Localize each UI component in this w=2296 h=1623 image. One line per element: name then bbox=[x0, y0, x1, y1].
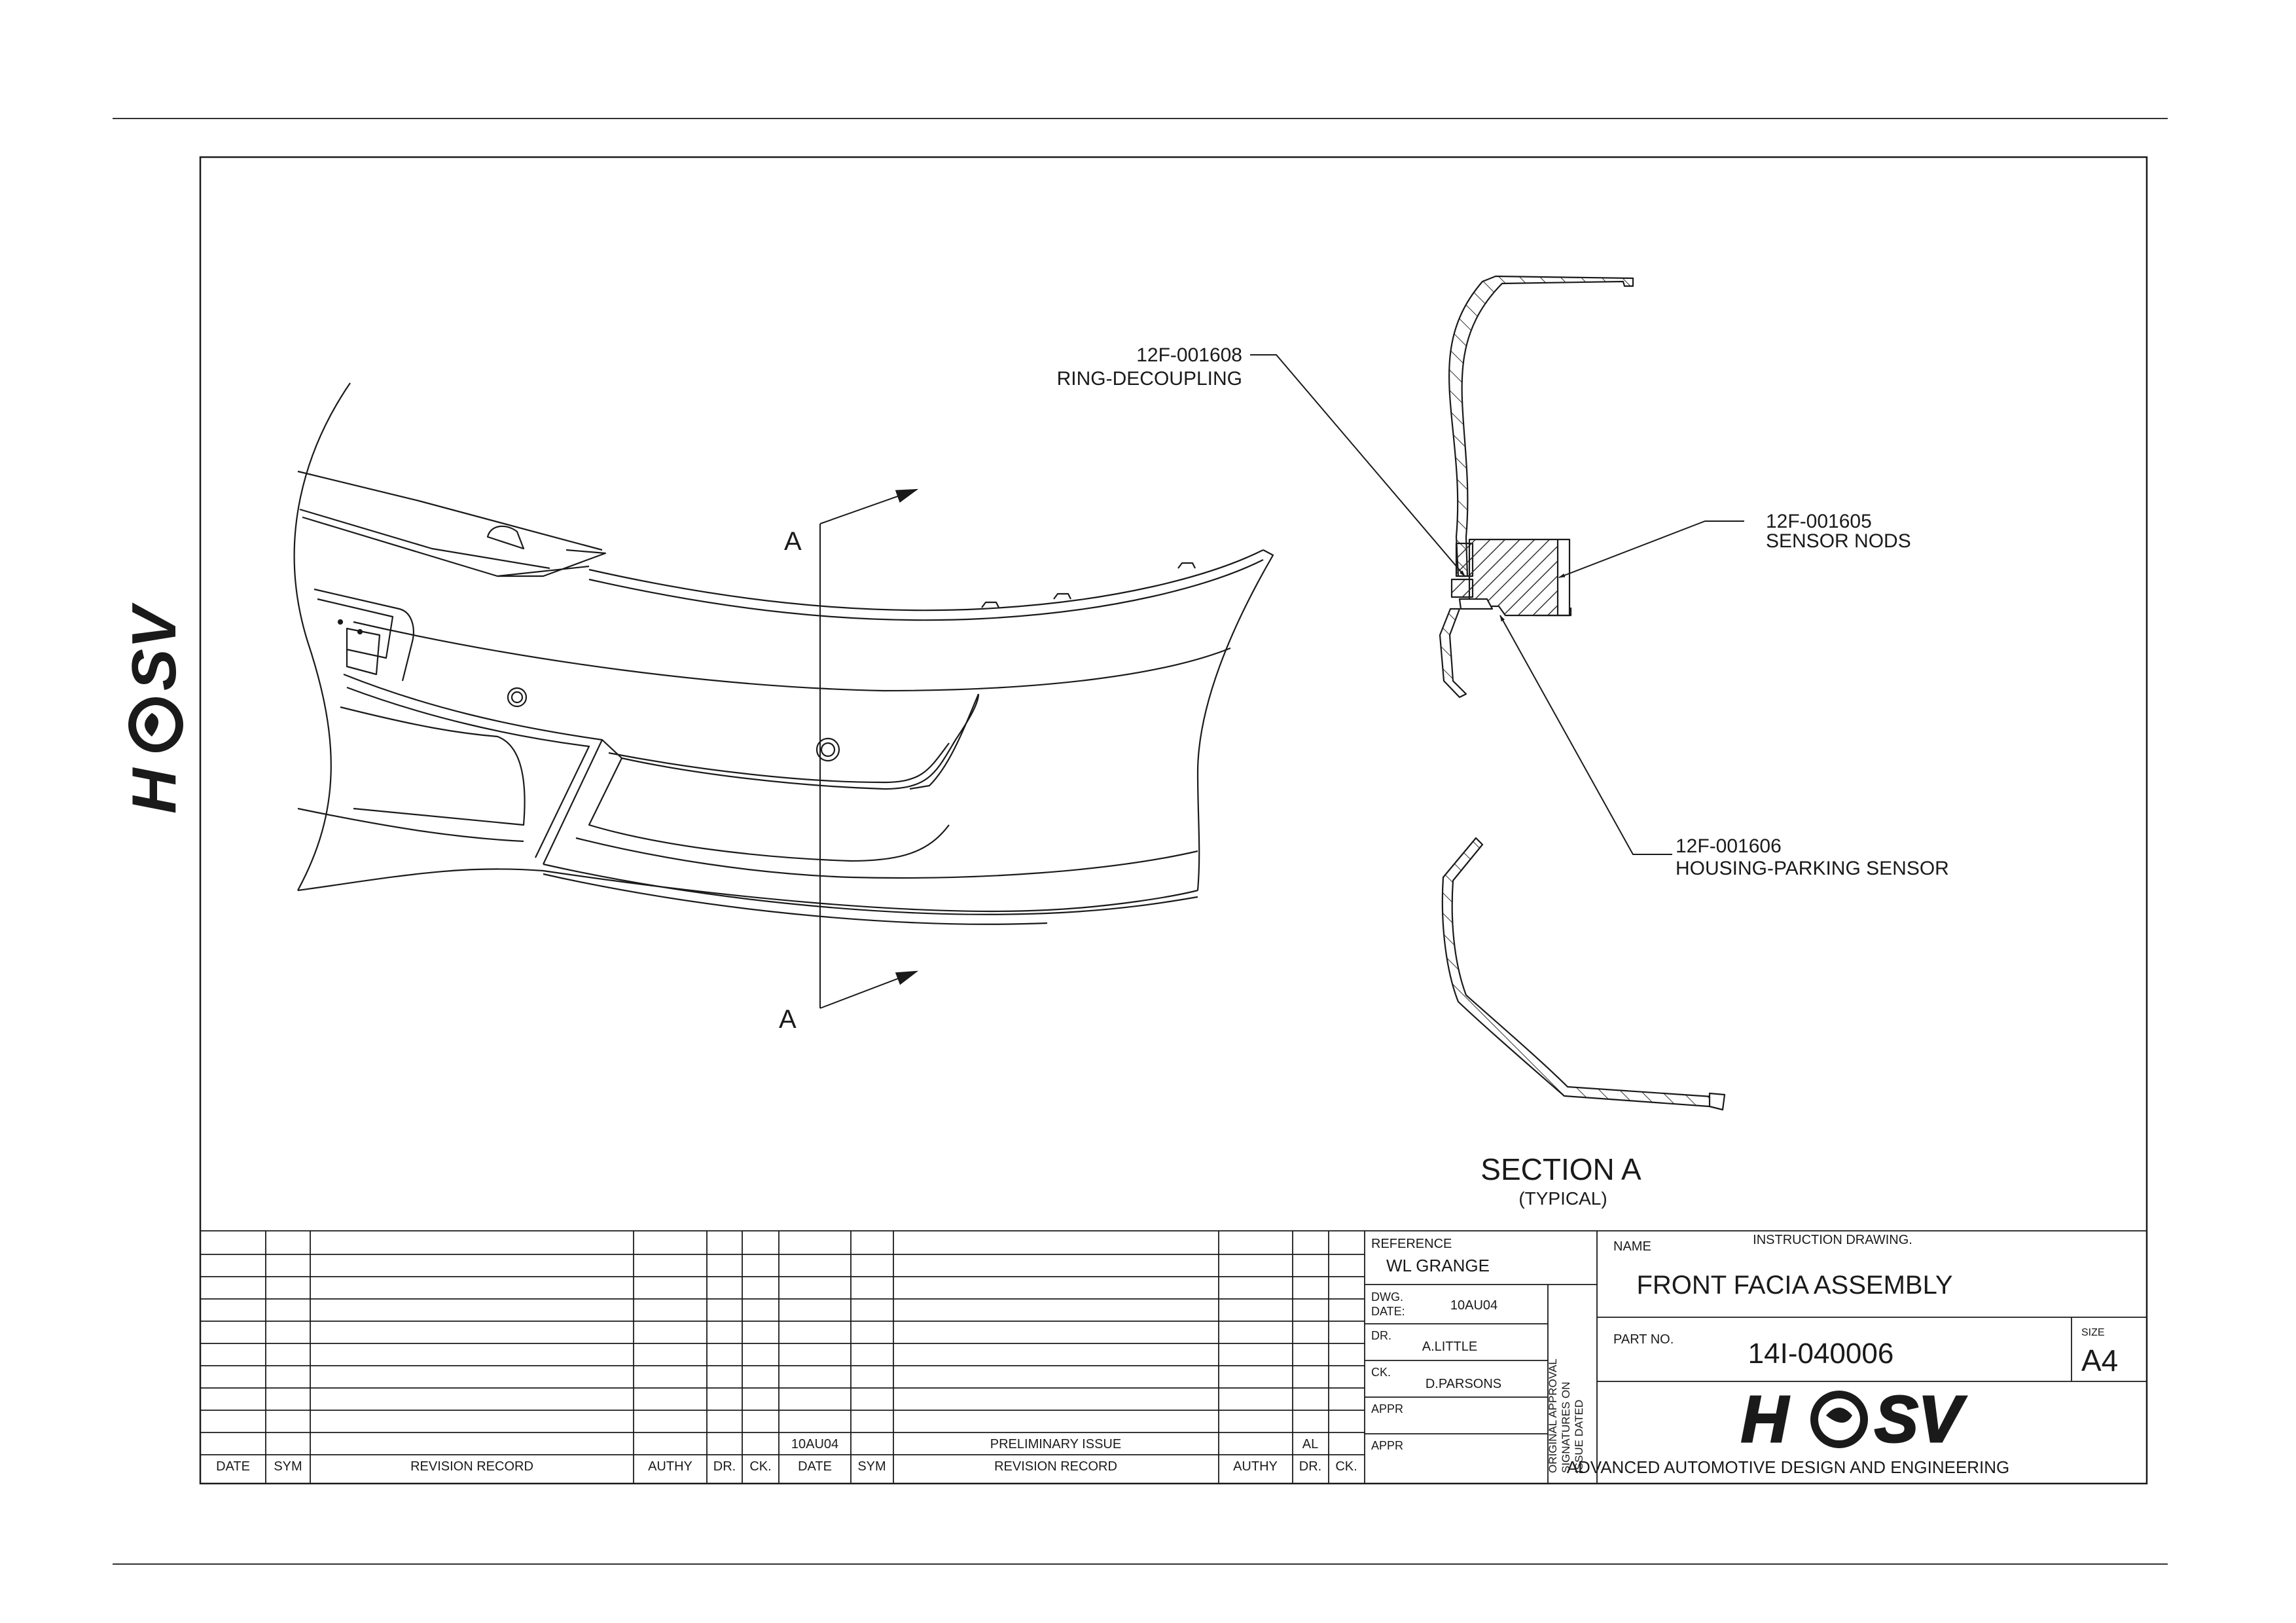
dr-value: A.LITTLE bbox=[1422, 1340, 1477, 1354]
ck-label: CK. bbox=[1371, 1366, 1391, 1379]
reference-label: REFERENCE bbox=[1371, 1237, 1452, 1251]
svg-text:H: H bbox=[119, 767, 189, 814]
svg-text:H: H bbox=[1741, 1383, 1789, 1456]
part-no-value: 14I-040006 bbox=[1748, 1338, 1894, 1370]
part-no-label: PART NO. bbox=[1613, 1332, 1674, 1347]
size-value: A4 bbox=[2081, 1343, 2118, 1377]
section-a-view bbox=[1439, 275, 1726, 1111]
callout-leaders bbox=[1250, 354, 1744, 855]
reference-value: WL GRANGE bbox=[1386, 1256, 1490, 1275]
rev-header-ck: CK. bbox=[749, 1459, 771, 1474]
section-marker-bottom: A bbox=[779, 1005, 797, 1034]
callout-housing-part: 12F-001606 bbox=[1676, 835, 1782, 857]
rev-header-record: REVISION RECORD bbox=[410, 1459, 533, 1474]
ck-value: D.PARSONS bbox=[1426, 1377, 1501, 1391]
approval-note-3: ISSUE DATED bbox=[1573, 1400, 1585, 1473]
section-view-subtitle: (TYPICAL) bbox=[1518, 1188, 1607, 1209]
revision-headers: DATE SYM REVISION RECORD AUTHY DR. CK. D… bbox=[216, 1437, 1357, 1474]
approval-note-2: SIGNATURES ON bbox=[1560, 1382, 1572, 1473]
callout-ring-part: 12F-001608 bbox=[1136, 344, 1242, 366]
rev-header-record-2: REVISION RECORD bbox=[994, 1459, 1117, 1474]
appr-label-1: APPR bbox=[1371, 1402, 1403, 1415]
rev-header-sym-2: SYM bbox=[857, 1459, 886, 1474]
dwg-date-value: 10AU04 bbox=[1450, 1298, 1498, 1313]
rev-header-date: DATE bbox=[216, 1459, 250, 1474]
rev-header-dr-2: DR. bbox=[1299, 1459, 1321, 1474]
approval-note-1: ORIGINAL APPROVAL bbox=[1547, 1359, 1559, 1473]
rev-header-sym: SYM bbox=[274, 1459, 302, 1474]
svg-text:SV: SV bbox=[1874, 1383, 1967, 1456]
section-cut-line bbox=[819, 488, 919, 1009]
name-label: NAME bbox=[1613, 1239, 1651, 1254]
drawing-type: INSTRUCTION DRAWING. bbox=[1753, 1233, 1912, 1247]
revision-table bbox=[200, 1230, 2147, 1484]
rev-header-dr: DR. bbox=[713, 1459, 736, 1474]
size-label: SIZE bbox=[2081, 1327, 2105, 1338]
appr-label-2: APPR bbox=[1371, 1439, 1403, 1452]
rev-entry-record: PRELIMINARY ISSUE bbox=[990, 1437, 1121, 1451]
section-marker-top: A bbox=[784, 527, 802, 556]
hsv-title-logo: H SV bbox=[1740, 1382, 1968, 1457]
callout-housing-name: HOUSING-PARKING SENSOR bbox=[1676, 858, 1949, 879]
svg-text:SV: SV bbox=[119, 602, 189, 691]
rev-header-ck-2: CK. bbox=[1335, 1459, 1357, 1474]
dr-label: DR. bbox=[1371, 1329, 1391, 1342]
top-rule bbox=[113, 118, 2168, 119]
rev-entry-dr: AL bbox=[1302, 1437, 1318, 1451]
bottom-rule bbox=[113, 1563, 2168, 1565]
rev-entry-date: 10AU04 bbox=[791, 1437, 838, 1451]
drawing-name: FRONT FACIA ASSEMBLY bbox=[1636, 1271, 1952, 1300]
rev-header-date-2: DATE bbox=[798, 1459, 832, 1474]
dwg-date-label-1: DWG. bbox=[1371, 1290, 1403, 1304]
callout-sensor-name: SENSOR NODS bbox=[1766, 530, 1911, 552]
drawing-frame bbox=[199, 156, 2148, 1485]
dwg-date-label-2: DATE: bbox=[1371, 1305, 1405, 1318]
rev-header-authy: AUTHY bbox=[648, 1459, 692, 1474]
company-name: ADVANCED AUTOMOTIVE DESIGN AND ENGINEERI… bbox=[1567, 1457, 2010, 1477]
title-block-text: REFERENCE WL GRANGE DWG. DATE: 10AU04 DR… bbox=[1371, 1233, 2118, 1477]
callout-ring-name: RING-DECOUPLING bbox=[1057, 368, 1242, 390]
rev-header-authy-2: AUTHY bbox=[1233, 1459, 1278, 1474]
bumper-isometric-view bbox=[293, 382, 1274, 925]
title-block bbox=[1365, 1231, 2147, 1484]
hsv-side-logo: H SV bbox=[119, 602, 189, 814]
section-view-title: SECTION A bbox=[1480, 1152, 1641, 1186]
callout-sensor-part: 12F-001605 bbox=[1766, 511, 1872, 532]
